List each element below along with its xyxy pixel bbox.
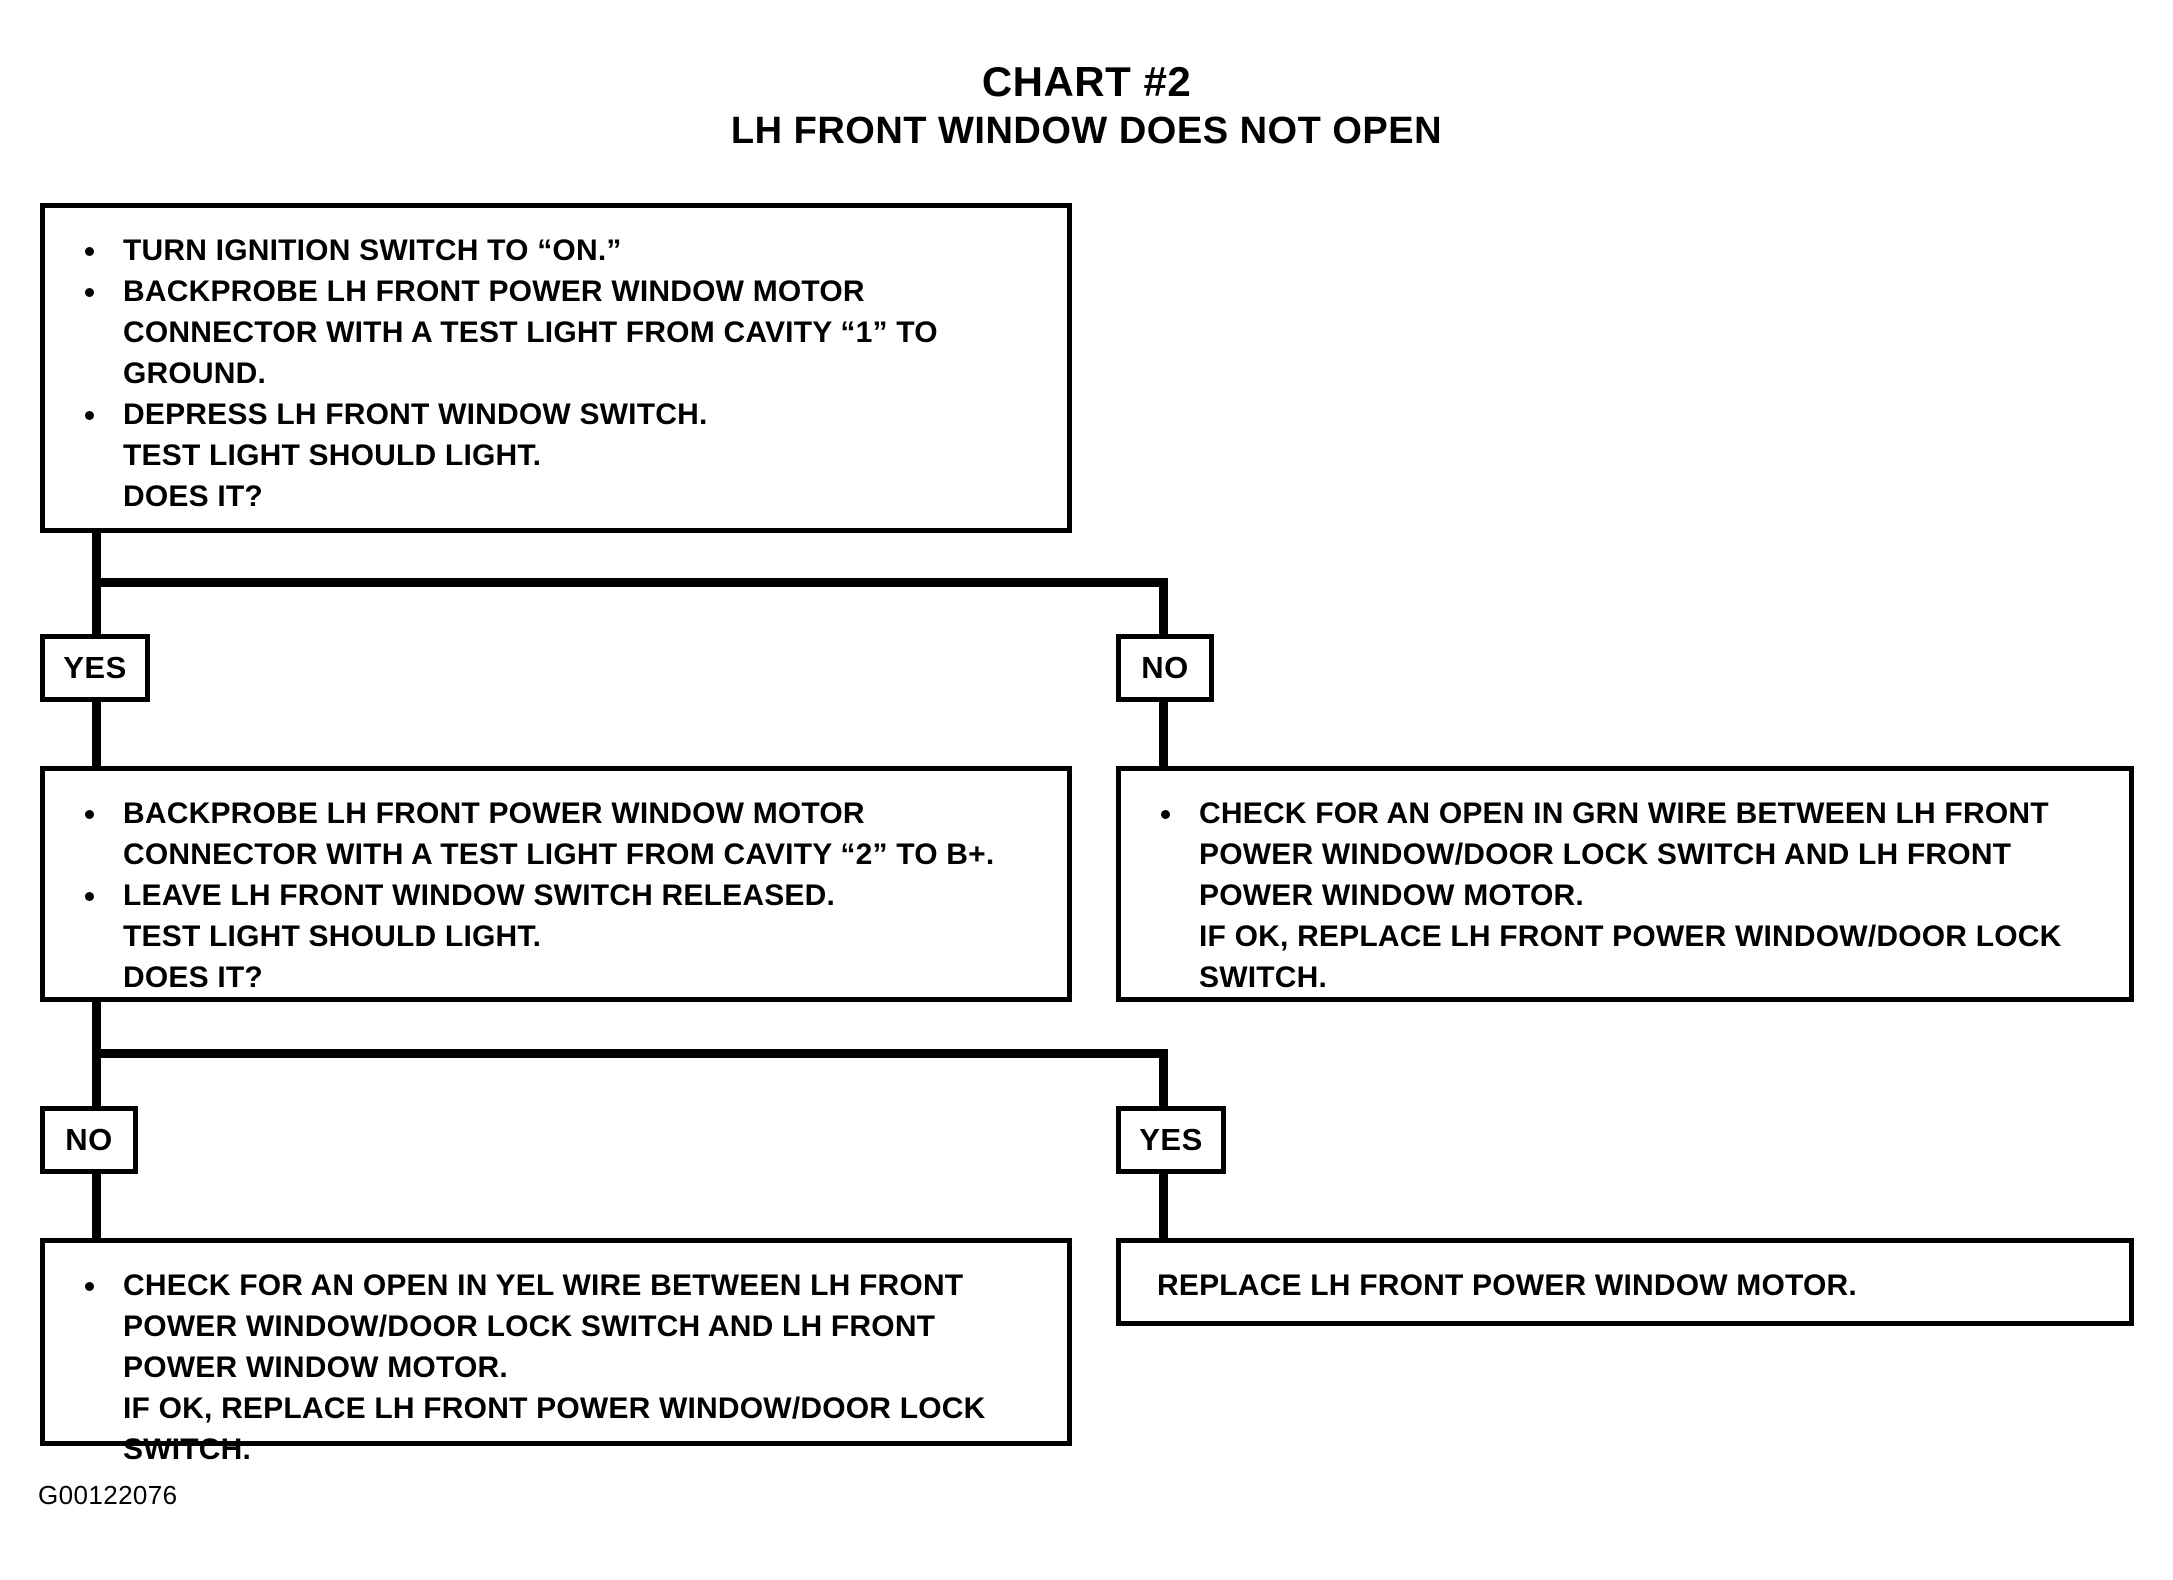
- step-line: IF OK, REPLACE LH FRONT POWER WINDOW/DOO…: [123, 1392, 986, 1425]
- figure-id-label: G00122076: [38, 1480, 178, 1510]
- step-line: POWER WINDOW/DOOR LOCK SWITCH AND LH FRO…: [123, 1310, 936, 1343]
- connector-level2-yes-stem: [1159, 1049, 1168, 1107]
- step-line: SWITCH.: [1199, 961, 1328, 994]
- step-line: DEPRESS LH FRONT WINDOW SWITCH.: [63, 394, 1049, 435]
- connector-level1-bus: [92, 578, 1168, 587]
- branch-label-yes-1: YES: [40, 634, 150, 702]
- branch-label-yes-2: YES: [1116, 1106, 1226, 1174]
- step-line: POWER WINDOW/DOOR LOCK SWITCH AND LH FRO…: [1199, 838, 2012, 871]
- step-line: REPLACE LH FRONT POWER WINDOW MOTOR.: [1157, 1269, 1857, 1302]
- branch-label-text: YES: [1139, 1122, 1203, 1157]
- branch-label-text: NO: [65, 1122, 113, 1157]
- step-line: SWITCH.: [123, 1433, 252, 1466]
- connector-yes2-to-replace: [1159, 1172, 1168, 1242]
- branch-label-text: NO: [1141, 650, 1189, 685]
- step-line: LEAVE LH FRONT WINDOW SWITCH RELEASED.: [63, 875, 1049, 916]
- page-subtitle: LH FRONT WINDOW DOES NOT OPEN: [730, 110, 1443, 152]
- step-line: BACKPROBE LH FRONT POWER WINDOW MOTOR: [63, 793, 1049, 834]
- step-line: TEST LIGHT SHOULD LIGHT.: [123, 920, 542, 953]
- step-line: TEST LIGHT SHOULD LIGHT.: [123, 439, 542, 472]
- connector-no1-to-grn: [1159, 700, 1168, 770]
- step-line: CONNECTOR WITH A TEST LIGHT FROM CAVITY …: [123, 838, 995, 871]
- step-line: CONNECTOR WITH A TEST LIGHT FROM CAVITY …: [123, 316, 938, 349]
- step-line: DOES IT?: [123, 961, 263, 994]
- step-line: DOES IT?: [123, 480, 263, 513]
- step-line: CHECK FOR AN OPEN IN GRN WIRE BETWEEN LH…: [1139, 793, 2111, 834]
- page-title: CHART #2: [981, 58, 1192, 105]
- initial-test-step: TURN IGNITION SWITCH TO “ON.” BACKPROBE …: [40, 203, 1072, 533]
- step-line: POWER WINDOW MOTOR.: [1199, 879, 1584, 912]
- step-line: GROUND.: [123, 357, 267, 390]
- step-line: BACKPROBE LH FRONT POWER WINDOW MOTOR: [63, 271, 1049, 312]
- branch-label-no-2: NO: [40, 1106, 138, 1174]
- step-line: IF OK, REPLACE LH FRONT POWER WINDOW/DOO…: [1199, 920, 2062, 953]
- step-line: CHECK FOR AN OPEN IN YEL WIRE BETWEEN LH…: [63, 1265, 1049, 1306]
- branch-label-no-1: NO: [1116, 634, 1214, 702]
- connector-yes1-to-step2: [92, 700, 101, 770]
- branch-label-text: YES: [63, 650, 127, 685]
- replace-motor-result: REPLACE LH FRONT POWER WINDOW MOTOR.: [1116, 1238, 2134, 1326]
- connector-level1-no-stem: [1159, 578, 1168, 636]
- grn-wire-result: CHECK FOR AN OPEN IN GRN WIRE BETWEEN LH…: [1116, 766, 2134, 1002]
- connector-no2-to-yel: [92, 1172, 101, 1242]
- connector-level2-bus: [92, 1049, 1168, 1058]
- second-test-step: BACKPROBE LH FRONT POWER WINDOW MOTOR CO…: [40, 766, 1072, 1002]
- yel-wire-result: CHECK FOR AN OPEN IN YEL WIRE BETWEEN LH…: [40, 1238, 1072, 1466]
- step-line: POWER WINDOW MOTOR.: [123, 1351, 508, 1384]
- step-line: TURN IGNITION SWITCH TO “ON.”: [63, 230, 1049, 271]
